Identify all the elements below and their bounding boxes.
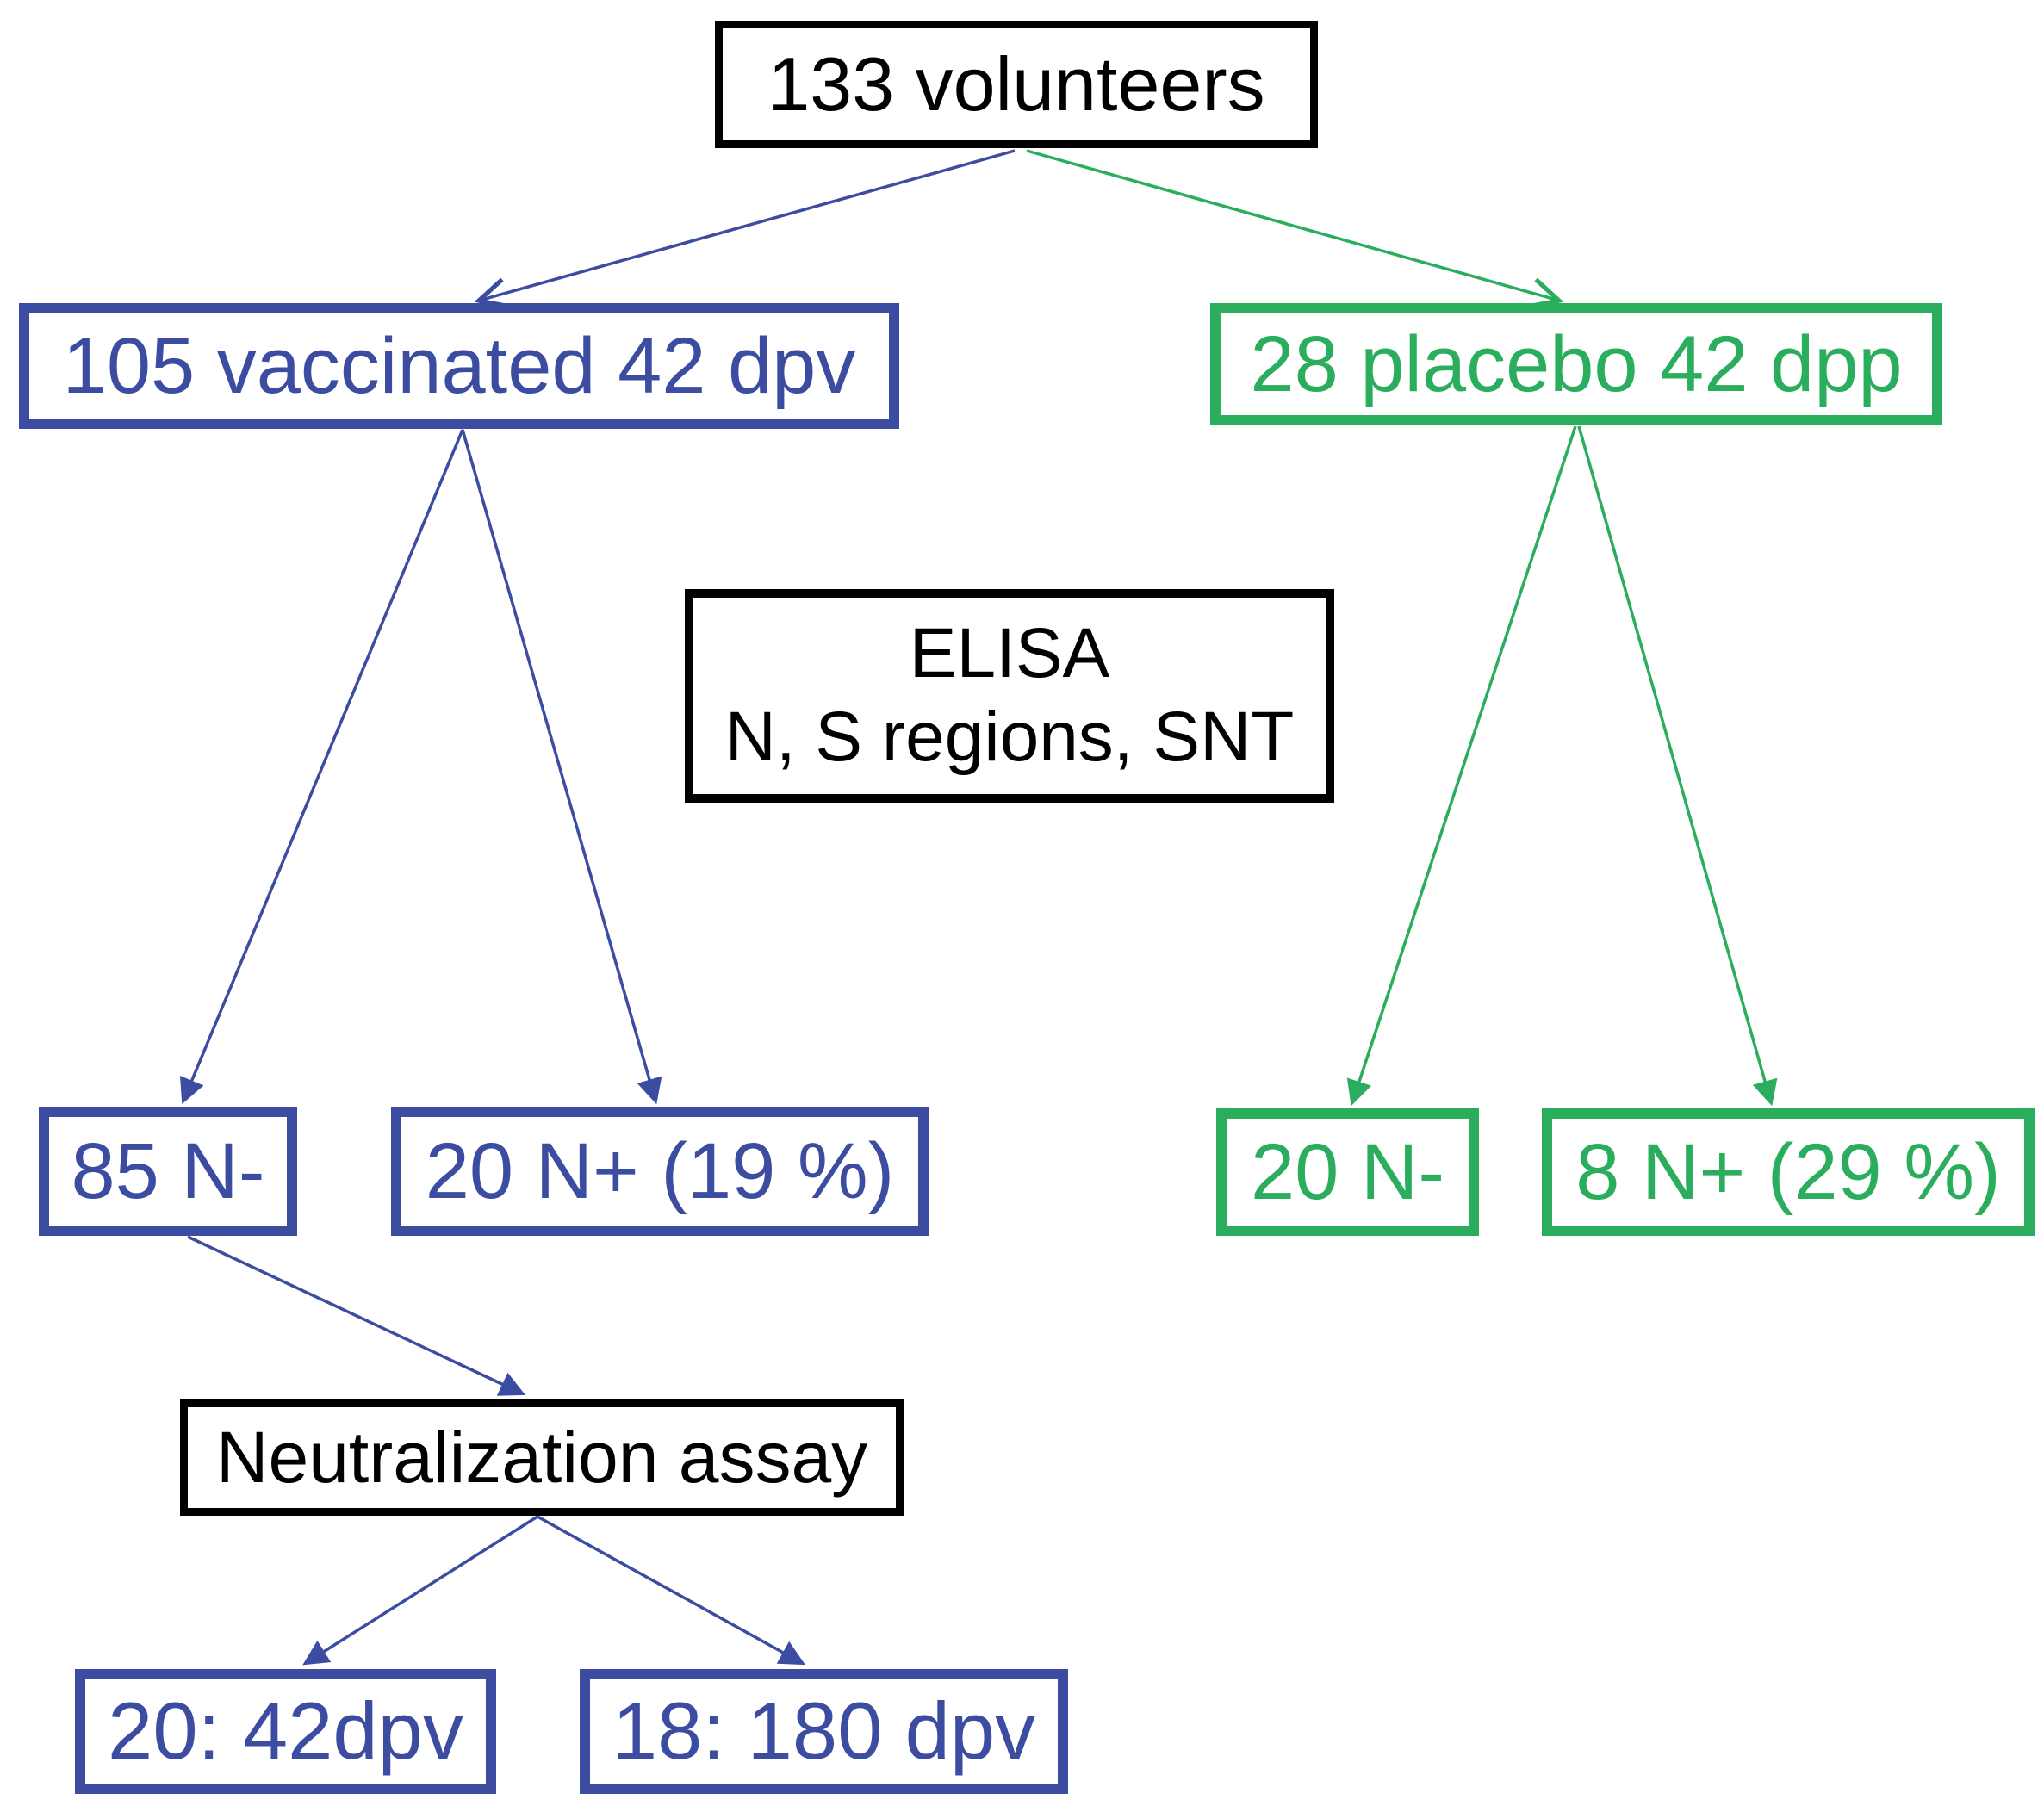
node-vaccinated-label: 105 vaccinated 42 dpv — [62, 321, 856, 410]
node-placebo-n-positive-label: 8 N+ (29 %) — [1575, 1127, 2001, 1216]
node-vaccinated-n-negative-label: 85 N- — [71, 1126, 265, 1215]
node-volunteers: 133 volunteers — [715, 21, 1318, 148]
node-neutralization-42dpv-label: 20: 42dpv — [108, 1685, 463, 1777]
node-vaccinated-n-positive: 20 N+ (19 %) — [391, 1107, 929, 1236]
node-neutralization-180dpv: 18: 180 dpv — [580, 1669, 1068, 1794]
node-placebo-n-positive: 8 N+ (29 %) — [1542, 1108, 2035, 1236]
node-placebo-label: 28 placebo 42 dpp — [1250, 320, 1903, 408]
arrow-placebo-to-n-negative — [1346, 425, 1577, 1107]
arrow-vaccinated-to-n-positive — [461, 429, 662, 1105]
node-neutralization-assay-label: Neutralization assay — [215, 1416, 868, 1498]
node-placebo: 28 placebo 42 dpp — [1210, 303, 1942, 425]
arrow-placebo-to-n-positive — [1577, 425, 1778, 1107]
arrow-volunteers-to-vaccinated — [474, 149, 1016, 309]
node-elisa: ELISA N, S regions, SNT — [685, 589, 1334, 803]
node-vaccinated-n-positive-label: 20 N+ (19 %) — [425, 1126, 895, 1215]
node-volunteers-label: 133 volunteers — [767, 41, 1265, 127]
node-neutralization-180dpv-label: 18: 180 dpv — [612, 1685, 1036, 1777]
node-elisa-subtitle: N, S regions, SNT — [724, 698, 1295, 776]
node-placebo-n-negative: 20 N- — [1216, 1108, 1479, 1236]
node-vaccinated-n-negative: 85 N- — [39, 1107, 297, 1236]
node-elisa-title: ELISA — [909, 614, 1110, 693]
node-neutralization-assay: Neutralization assay — [180, 1399, 904, 1516]
node-placebo-n-negative-label: 20 N- — [1251, 1127, 1444, 1216]
node-vaccinated: 105 vaccinated 42 dpv — [19, 303, 899, 429]
arrow-vaccinated-to-n-negative — [179, 429, 464, 1105]
arrow-neutralization-to-42dpv — [302, 1515, 538, 1666]
node-neutralization-42dpv: 20: 42dpv — [75, 1669, 496, 1794]
arrow-n-negative-to-neutralization — [187, 1235, 526, 1396]
arrow-neutralization-to-180dpv — [537, 1515, 805, 1666]
arrow-volunteers-to-placebo — [1026, 149, 1564, 309]
